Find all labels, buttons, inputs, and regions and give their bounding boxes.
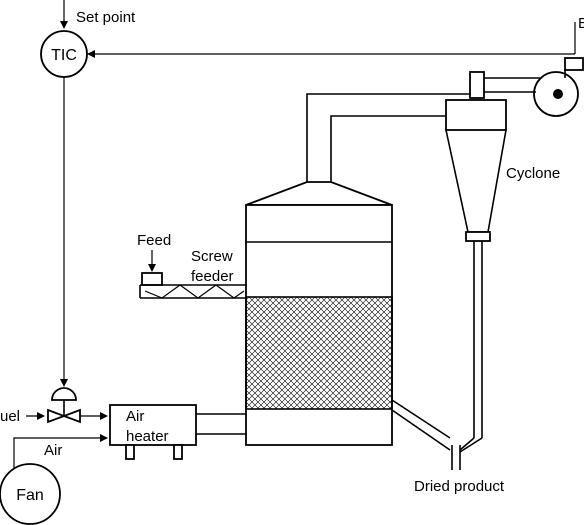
set-point-label: Set point: [76, 9, 136, 26]
air-label: Air: [44, 442, 62, 459]
cyclone: [445, 99, 507, 438]
air-heater-label-line1: Air: [126, 408, 144, 425]
air-fan: Fan: [0, 463, 61, 525]
hot-air-duct: [196, 413, 246, 435]
cyclone-exhaust-duct: [469, 71, 540, 99]
fan-label: Fan: [16, 487, 44, 504]
fuel-label: uel: [0, 408, 20, 425]
screw-feeder: [139, 284, 246, 299]
cyclone-label: Cyclone: [506, 165, 560, 182]
air-heater: [109, 404, 197, 460]
dried-product-label: Dried product: [414, 478, 505, 495]
feed-label: Feed: [137, 232, 171, 249]
tic-label: TIC: [51, 47, 77, 64]
dryer-to-cyclone-duct: [306, 93, 470, 188]
fuel-control-valve: [47, 387, 81, 424]
air-supply-line: [13, 434, 108, 468]
air-heater-label-line2: heater: [126, 428, 169, 445]
tic-controller: TIC: [40, 30, 88, 78]
fluidized-bed: [245, 296, 393, 410]
screw-feeder-label-line1: Screw: [191, 248, 233, 265]
fluid-bed-dryer: [245, 181, 393, 446]
screw-feeder-label-line2: feeder: [191, 268, 234, 285]
dryer-discharge-chute: [391, 399, 483, 470]
exhaust-fan: [533, 57, 584, 117]
exhaust-label: E: [578, 15, 584, 32]
feed-hopper: [141, 272, 163, 286]
